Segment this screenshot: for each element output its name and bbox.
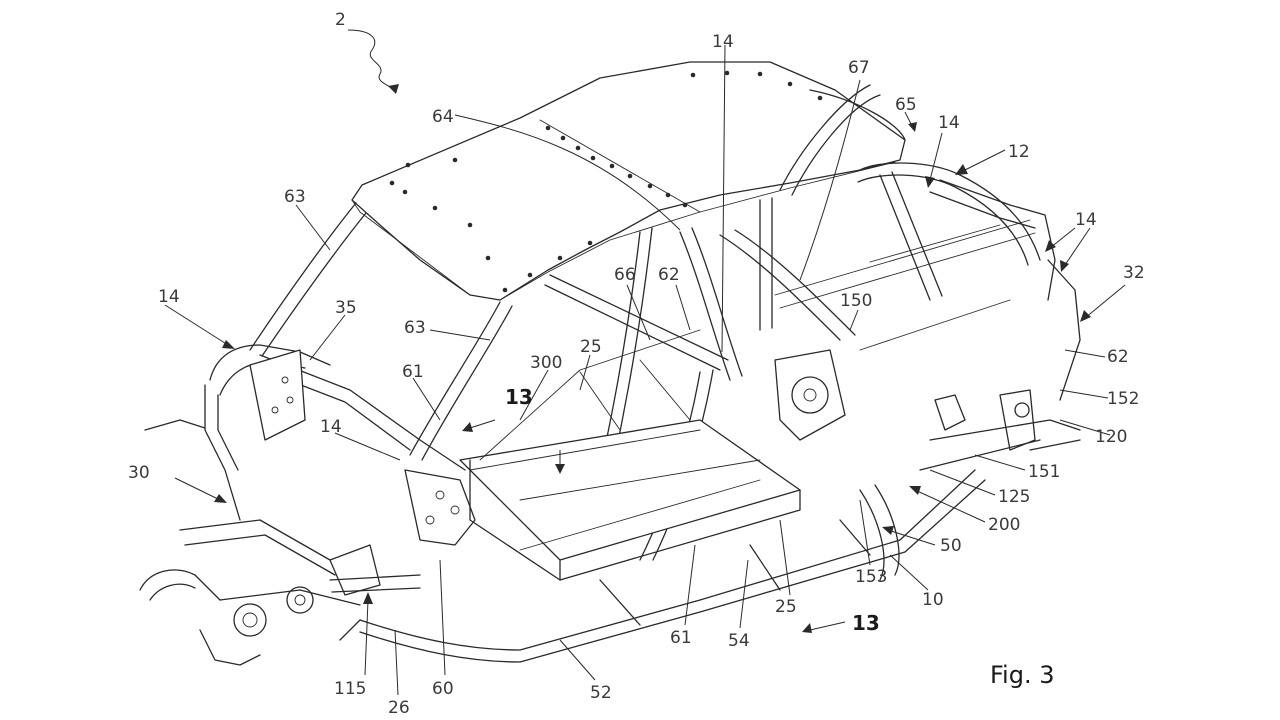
leader-lines: [164, 29, 1126, 696]
numeral-10: 10: [922, 590, 944, 610]
numeral-52: 52: [590, 683, 612, 703]
numeral-125: 125: [998, 487, 1030, 507]
numeral-30: 30: [128, 463, 150, 483]
numeral-14: 14: [158, 287, 180, 307]
numeral-66: 66: [614, 265, 636, 285]
figure-label: Fig. 3: [990, 661, 1055, 689]
numeral-151: 151: [1028, 462, 1060, 482]
front-frame: [139, 344, 476, 666]
numeral-60: 60: [432, 679, 454, 699]
numeral-62: 62: [1107, 347, 1129, 367]
roof-fasteners: [389, 70, 823, 293]
numeral-50: 50: [940, 536, 962, 556]
numeral-200: 200: [988, 515, 1020, 535]
reference-numerals: 2 14 67 65 64 14 12 63 14 32 66 62 150 1…: [128, 10, 1145, 718]
section-line-13: 13: [852, 611, 880, 635]
numeral-63: 63: [284, 187, 306, 207]
numeral-54: 54: [728, 631, 750, 651]
numeral-61: 61: [402, 362, 424, 382]
numeral-65: 65: [895, 95, 917, 115]
numeral-32: 32: [1123, 263, 1145, 283]
roof-panel: [351, 61, 906, 301]
numeral-61: 61: [670, 628, 692, 648]
numeral-14: 14: [320, 417, 342, 437]
numeral-64: 64: [432, 107, 454, 127]
numeral-150: 150: [840, 291, 872, 311]
numeral-25: 25: [580, 337, 602, 357]
numeral-120: 120: [1095, 427, 1127, 447]
numeral-2: 2: [335, 10, 346, 30]
numeral-153: 153: [855, 567, 887, 587]
numeral-12: 12: [1008, 142, 1030, 162]
section-line-13: 13: [505, 385, 533, 409]
floor-pan: [339, 329, 1081, 663]
numeral-67: 67: [848, 58, 870, 78]
numeral-35: 35: [335, 298, 357, 318]
numeral-115: 115: [334, 679, 366, 699]
numeral-63: 63: [404, 318, 426, 338]
numeral-14: 14: [1075, 210, 1097, 230]
numeral-300: 300: [530, 353, 562, 373]
numeral-25: 25: [775, 597, 797, 617]
numeral-14: 14: [712, 32, 734, 52]
numeral-62: 62: [658, 265, 680, 285]
numeral-152: 152: [1107, 389, 1139, 409]
numeral-26: 26: [388, 698, 410, 718]
numeral-14: 14: [938, 113, 960, 133]
